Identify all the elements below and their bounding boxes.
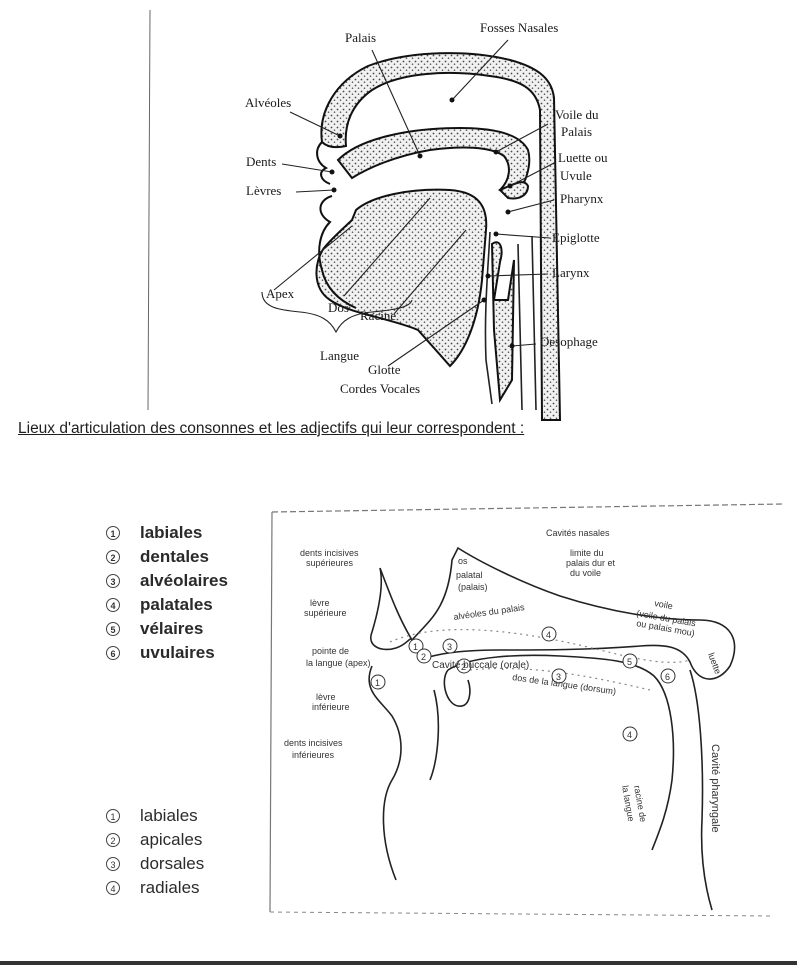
tongue-tip-outline	[444, 670, 470, 706]
label-levre-inf-2: inférieure	[312, 702, 350, 712]
label-larynx: Larynx	[552, 265, 590, 280]
pharynx-wall	[485, 232, 492, 404]
label-pointe-1: pointe de	[312, 646, 349, 656]
label-limite-1: limite du	[570, 548, 604, 558]
label-dos: Dos	[328, 300, 349, 315]
label-oesophage: Oesophage	[540, 334, 598, 349]
upper-lip	[317, 142, 330, 184]
marker-place-2: 2	[417, 649, 431, 663]
label-pointe-2: la langue (apex)	[306, 658, 371, 668]
section-heading: Lieux d'articulation des consonnes et le…	[18, 420, 524, 438]
marker-organ-4: 4	[623, 727, 637, 741]
tongue	[316, 190, 486, 366]
upper-lip-outline	[371, 568, 412, 649]
svg-text:4: 4	[627, 730, 632, 740]
label-dents-sup-1: dents incisives	[300, 548, 359, 558]
label-luette: luette	[706, 651, 723, 675]
label-levre-inf-1: lèvre	[316, 692, 336, 702]
label-dents-inf-2: inférieures	[292, 750, 335, 760]
label-dents-sup-2: supérieures	[306, 558, 354, 568]
vocal-tract-diagram: Palais Fosses Nasales Alvéoles Voile du …	[245, 20, 608, 420]
hard-palate	[338, 128, 529, 196]
label-levre-sup-1: lèvre	[310, 598, 330, 608]
label-cavite-buccale: Cavité buccale (orale)	[432, 660, 529, 671]
marker-place-3: 3	[443, 639, 457, 653]
svg-text:2: 2	[421, 652, 426, 662]
label-racine: Racine	[360, 308, 396, 323]
svg-text:3: 3	[447, 642, 452, 652]
label-levre-sup-2: supérieure	[304, 608, 347, 618]
lower-teeth-outline	[430, 690, 438, 780]
label-luette-2: Uvule	[560, 168, 592, 183]
marker-place-6: 6	[661, 669, 675, 683]
label-dents: Dents	[246, 154, 276, 169]
label-palatal-1: os	[458, 556, 468, 566]
label-limite-2: palais dur et	[566, 558, 616, 568]
label-pharynx: Pharynx	[560, 191, 604, 206]
pharynx-outline	[690, 670, 712, 910]
label-palatal-3: (palais)	[458, 582, 488, 592]
label-alveoles: Alvéoles	[245, 95, 291, 110]
svg-text:6: 6	[665, 672, 670, 682]
svg-text:1: 1	[375, 678, 380, 688]
svg-text:4: 4	[546, 630, 551, 640]
label-glotte: Glotte	[368, 362, 401, 377]
marker-place-5: 5	[623, 654, 637, 668]
label-fosses-nasales: Fosses Nasales	[480, 20, 558, 35]
label-epiglotte: Epiglotte	[552, 230, 600, 245]
svg-text:5: 5	[627, 657, 632, 667]
label-cavite-pharyngale: Cavité pharyngale	[709, 744, 721, 833]
marker-place-4: 4	[542, 627, 556, 641]
oesophagus	[518, 236, 536, 410]
label-palatal-2: palatal	[456, 570, 483, 580]
label-voile-1: Voile du	[555, 107, 599, 122]
label-apex: Apex	[266, 286, 295, 301]
label-voile-2: Palais	[561, 124, 592, 139]
articulation-places-diagram: 1 2 3 4 5 6 1 2 3 4 Cavités nasales dent…	[270, 504, 784, 916]
label-levres: Lèvres	[246, 183, 281, 198]
svg-text:1: 1	[413, 642, 418, 652]
label-cordes-vocales: Cordes Vocales	[340, 381, 420, 396]
lower-lip-outline	[369, 666, 401, 880]
label-alveoles-arc: alvéoles du palais	[453, 602, 526, 622]
label-langue: Langue	[320, 348, 359, 363]
label-cavites-nasales: Cavités nasales	[546, 528, 610, 538]
marker-organ-1: 1	[371, 675, 385, 689]
larynx	[492, 242, 514, 400]
label-velum-1: voile	[654, 598, 674, 611]
label-luette-1: Luette ou	[558, 150, 608, 165]
page-crease	[148, 10, 150, 410]
label-palais: Palais	[345, 30, 376, 45]
label-limite-3: du voile	[570, 568, 601, 578]
label-dents-inf-1: dents incisives	[284, 738, 343, 748]
